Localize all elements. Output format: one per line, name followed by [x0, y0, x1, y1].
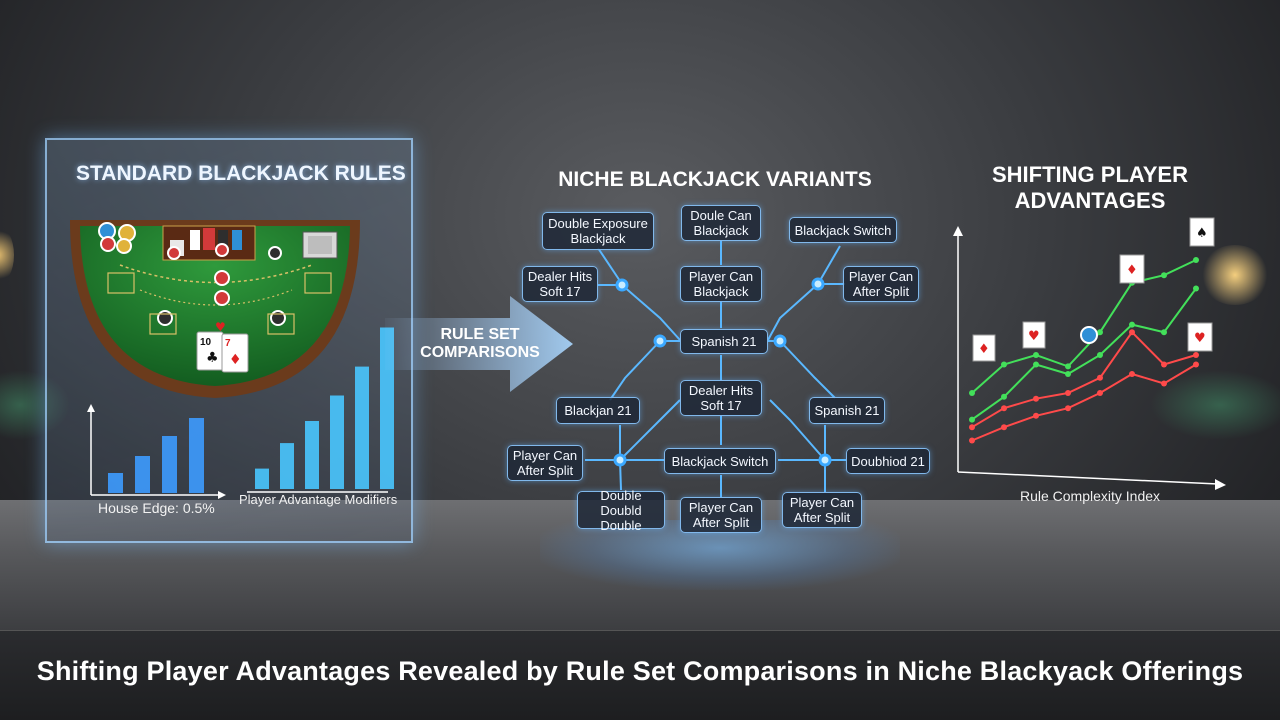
network-junction — [653, 334, 667, 348]
network-junction — [615, 278, 629, 292]
x-axis-arrowhead — [1215, 479, 1226, 490]
line-point — [1033, 395, 1039, 402]
standard-rules-panel — [45, 138, 413, 543]
line-point — [1193, 285, 1199, 292]
node-player-can-after-split-left[interactable]: Player Can After Split — [507, 445, 583, 481]
line-point — [1097, 352, 1103, 358]
line-point — [969, 390, 975, 396]
svg-text:♦: ♦ — [1126, 263, 1138, 278]
node-player-can-blackjack[interactable]: Player Can Blackjack — [680, 266, 762, 302]
line-point — [1033, 352, 1039, 358]
node-blackjack-switch-center[interactable]: Blackjack Switch — [664, 448, 776, 474]
node-dealer-hits-soft-17-left[interactable]: Dealer Hits Soft 17 — [522, 266, 598, 302]
line-point — [1129, 279, 1135, 286]
line-point — [969, 424, 975, 431]
card-icon — [1189, 217, 1215, 247]
niche-variants-title: NICHE BLACKJACK VARIANTS — [558, 168, 872, 191]
node-blackjan-21[interactable]: Blackjan 21 — [556, 397, 640, 424]
line-point — [1129, 371, 1135, 377]
node-spanish-21-center[interactable]: Spanish 21 — [680, 329, 768, 354]
svg-text:♥: ♥ — [1194, 331, 1206, 346]
caption-bar — [0, 630, 1280, 720]
node-spanish-21-right[interactable]: Spanish 21 — [809, 397, 885, 424]
main-caption: Shifting Player Advantages Revealed by R… — [36, 656, 1244, 686]
line-point — [1065, 363, 1071, 370]
card-icon — [1022, 321, 1046, 349]
svg-text:♥: ♥ — [1028, 329, 1040, 344]
card-icon — [1187, 322, 1213, 352]
card-icons: ♦ ♥ ♦ ♠ ♥ — [972, 217, 1215, 362]
network-junction — [613, 453, 627, 467]
line-point — [1129, 329, 1135, 336]
line-chart-x-axis — [957, 471, 1219, 485]
node-blackjack-switch-top[interactable]: Blackjack Switch — [789, 217, 897, 243]
line-point — [1161, 329, 1167, 336]
bokeh-light-left — [0, 225, 14, 285]
line-point — [1129, 321, 1135, 328]
line-point — [1033, 412, 1039, 419]
line-point — [1097, 390, 1103, 396]
network-junction — [818, 453, 832, 467]
chip-icon — [1080, 326, 1098, 344]
rule-set-arrow — [385, 296, 573, 392]
line-point — [1161, 272, 1167, 279]
rule-complexity-label: Rule Complexity Index — [1019, 488, 1161, 504]
node-player-can-after-split-bottom[interactable]: Player Can After Split — [680, 497, 762, 533]
line-series-1 — [971, 259, 1197, 394]
line-point — [1161, 361, 1167, 368]
line-point — [1065, 390, 1071, 396]
bokeh-light-right — [1200, 245, 1270, 305]
node-doule-can-blackjack[interactable]: Doule Can Blackjack — [681, 205, 761, 241]
node-player-can-after-split-right[interactable]: Player Can After Split — [843, 266, 919, 302]
line-point — [1033, 361, 1039, 368]
player-advantage-modifiers-label: Player Advantage Modifiers — [239, 492, 398, 507]
card-icon — [972, 334, 996, 362]
line-point — [1193, 257, 1199, 263]
node-double-exposure[interactable]: Double Exposure Blackjack — [542, 212, 654, 250]
svg-text:♦: ♦ — [978, 342, 990, 357]
house-edge-label: House Edge: 0.5% — [98, 500, 215, 516]
y-axis-arrowhead — [953, 226, 963, 236]
line-point — [969, 416, 975, 423]
line-point — [969, 437, 975, 444]
card-icon — [1119, 254, 1145, 284]
standard-rules-title: STANDARD BLACKJACK RULES — [76, 162, 406, 185]
node-doubhiod-21[interactable]: Doubhiod 21 — [846, 448, 930, 474]
svg-text:♠: ♠ — [1196, 226, 1208, 241]
node-dealer-hits-soft-17-center[interactable]: Dealer Hits Soft 17 — [680, 380, 762, 416]
line-point — [1065, 405, 1071, 412]
line-point — [1001, 361, 1007, 368]
rule-set-comparisons-label: RULE SET COMPARISONS — [420, 326, 540, 361]
line-point — [1193, 352, 1199, 358]
bokeh-table-right — [1150, 370, 1280, 440]
line-point — [1001, 405, 1007, 412]
node-player-can-after-split-bottom-right[interactable]: Player Can After Split — [782, 492, 862, 528]
line-point — [1065, 371, 1071, 377]
line-point — [1193, 361, 1199, 368]
network-junction — [773, 334, 787, 348]
line-point — [1097, 329, 1103, 336]
line-point — [1001, 424, 1007, 431]
network-junction — [811, 277, 825, 291]
shifting-advantages-title: SHIFTING PLAYER ADVANTAGES — [992, 162, 1188, 213]
line-point — [1001, 393, 1007, 400]
line-point — [1097, 374, 1103, 381]
node-double-doubld-double[interactable]: Double Doubld Double — [577, 488, 665, 533]
